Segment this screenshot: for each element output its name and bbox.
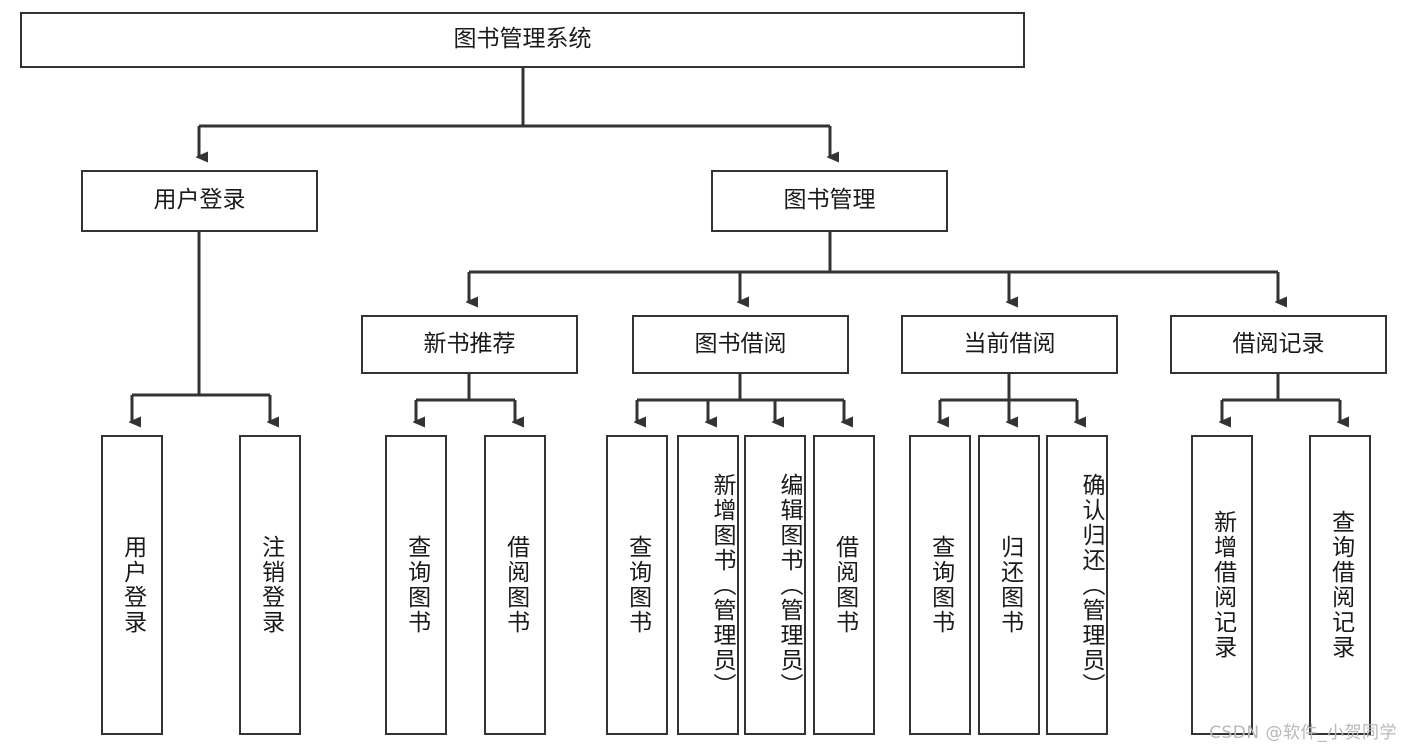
node-borrow-record[interactable]: 借阅记录 xyxy=(1170,315,1387,374)
node-leaf-query-book-3[interactable]: 查询图书 xyxy=(909,435,971,735)
node-label: 查询借阅记录 xyxy=(1327,510,1354,660)
node-leaf-add-book[interactable]: 新增图书（管理员） xyxy=(677,435,739,735)
node-leaf-query-record[interactable]: 查询借阅记录 xyxy=(1309,435,1371,735)
node-label: 确认归还（管理员） xyxy=(1078,472,1104,698)
node-label: 查询图书 xyxy=(403,535,430,635)
node-label: 当前借阅 xyxy=(963,330,1056,357)
node-book-management[interactable]: 图书管理 xyxy=(711,170,948,232)
node-label: 借阅记录 xyxy=(1232,330,1325,357)
node-root-book-management-system[interactable]: 图书管理系统 xyxy=(20,12,1025,68)
node-leaf-confirm-return[interactable]: 确认归还（管理员） xyxy=(1046,435,1108,735)
node-current-borrow[interactable]: 当前借阅 xyxy=(901,315,1118,374)
node-leaf-edit-book[interactable]: 编辑图书（管理员） xyxy=(744,435,806,735)
node-label: 图书管理系统 xyxy=(453,26,592,53)
node-leaf-user-login[interactable]: 用户登录 xyxy=(101,435,163,735)
node-label: 编辑图书（管理员） xyxy=(776,472,802,698)
node-label: 借阅图书 xyxy=(831,535,858,635)
node-leaf-query-book-2[interactable]: 查询图书 xyxy=(606,435,668,735)
node-book-borrow[interactable]: 图书借阅 xyxy=(632,315,849,374)
node-label: 新增图书（管理员） xyxy=(709,472,735,698)
node-leaf-user-logout[interactable]: 注销登录 xyxy=(239,435,301,735)
node-leaf-add-record[interactable]: 新增借阅记录 xyxy=(1191,435,1253,735)
node-label: 注销登录 xyxy=(257,535,284,635)
node-label: 图书管理 xyxy=(783,187,876,214)
node-label: 用户登录 xyxy=(119,535,146,635)
node-label: 新书推荐 xyxy=(423,330,516,357)
node-user-login[interactable]: 用户登录 xyxy=(81,170,318,232)
node-label: 用户登录 xyxy=(153,187,246,214)
node-leaf-query-book-1[interactable]: 查询图书 xyxy=(385,435,447,735)
node-leaf-borrow-book-1[interactable]: 借阅图书 xyxy=(484,435,546,735)
node-label: 查询图书 xyxy=(624,535,651,635)
node-new-book-recommend[interactable]: 新书推荐 xyxy=(361,315,578,374)
node-label: 查询图书 xyxy=(927,535,954,635)
node-label: 借阅图书 xyxy=(502,535,529,635)
node-label: 归还图书 xyxy=(996,535,1023,635)
node-label: 图书借阅 xyxy=(694,330,787,357)
watermark-text: CSDN @软件_小贺同学 xyxy=(1209,723,1397,743)
node-leaf-borrow-book-2[interactable]: 借阅图书 xyxy=(813,435,875,735)
node-leaf-return-book[interactable]: 归还图书 xyxy=(978,435,1040,735)
node-label: 新增借阅记录 xyxy=(1209,510,1236,660)
